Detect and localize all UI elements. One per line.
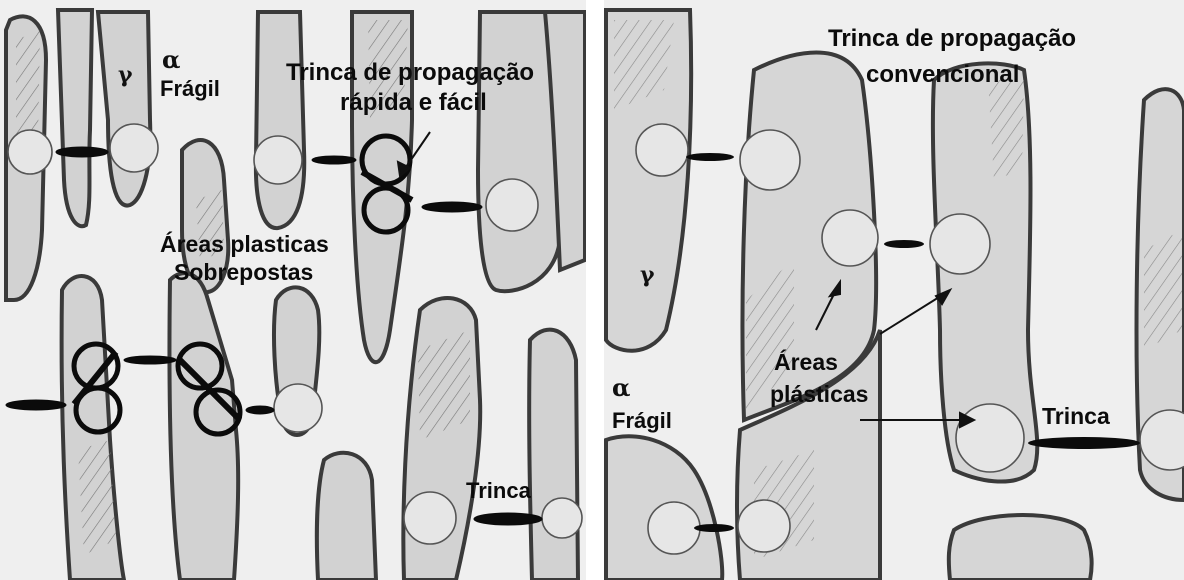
right-areas-label-line2: plásticas — [770, 381, 868, 407]
plastic-zone — [956, 404, 1024, 472]
grain — [949, 515, 1092, 580]
left-gamma-symbol: γ — [118, 62, 133, 88]
hatch-area — [988, 80, 1024, 180]
plastic-zone — [636, 124, 688, 176]
left-crack-title-line2: rápida e fácil — [340, 89, 487, 116]
right-areas-label-line1: Áreas — [774, 348, 838, 375]
plastic-zone — [274, 384, 322, 432]
crack-segment — [6, 400, 66, 410]
plastic-zone — [930, 214, 990, 274]
right-trinca-label: Trinca — [1042, 403, 1110, 429]
right-diagram-panel: Trinca de propagação convencional γ α Fr… — [604, 0, 1184, 580]
left-overlap-label-line2: Sobrepostas — [174, 259, 313, 285]
plastic-zone — [738, 500, 790, 552]
plastic-zone — [254, 136, 302, 184]
right-microstructure-diagram: Trinca de propagação convencional γ α Fr… — [604, 0, 1184, 580]
left-microstructure-diagram: γ α Frágil Trinca de propagação rápida e… — [0, 0, 586, 580]
crack-segment — [694, 524, 734, 532]
grain — [529, 330, 578, 580]
plastic-zone — [110, 124, 158, 172]
crack-segment — [56, 147, 108, 157]
crack-segment — [246, 406, 274, 414]
right-alpha-symbol: α — [612, 373, 630, 402]
plastic-zone — [486, 179, 538, 231]
right-crack-title-line1: Trinca de propagação — [828, 25, 1076, 52]
left-overlap-label-line1: Áreas plasticas — [160, 230, 329, 257]
plastic-zone — [404, 492, 456, 544]
right-crack-title-line2: convencional — [866, 61, 1019, 88]
crack-segment — [1028, 437, 1140, 449]
left-alpha-symbol: α — [162, 45, 180, 74]
crack-segment — [124, 356, 176, 364]
hatch-area — [1144, 230, 1182, 350]
right-gamma-symbol: γ — [640, 262, 655, 288]
plastic-zone — [822, 210, 878, 266]
grain — [317, 453, 376, 580]
grain — [256, 12, 304, 228]
left-diagram-panel: γ α Frágil Trinca de propagação rápida e… — [0, 0, 586, 580]
plastic-zone — [648, 502, 700, 554]
crack-segment — [884, 240, 924, 248]
crack-segment — [422, 202, 482, 212]
plastic-zone — [542, 498, 582, 538]
left-crack-title-line1: Trinca de propagação — [286, 59, 534, 86]
left-trinca-label: Trinca — [466, 478, 532, 503]
plastic-zone — [8, 130, 52, 174]
left-fragil-label: Frágil — [160, 76, 220, 101]
crack-segment — [312, 156, 356, 164]
crack-segment — [474, 513, 542, 525]
hatch-area — [78, 440, 116, 555]
plastic-zone — [740, 130, 800, 190]
crack-segment — [686, 153, 734, 161]
right-fragil-label: Frágil — [612, 408, 672, 433]
